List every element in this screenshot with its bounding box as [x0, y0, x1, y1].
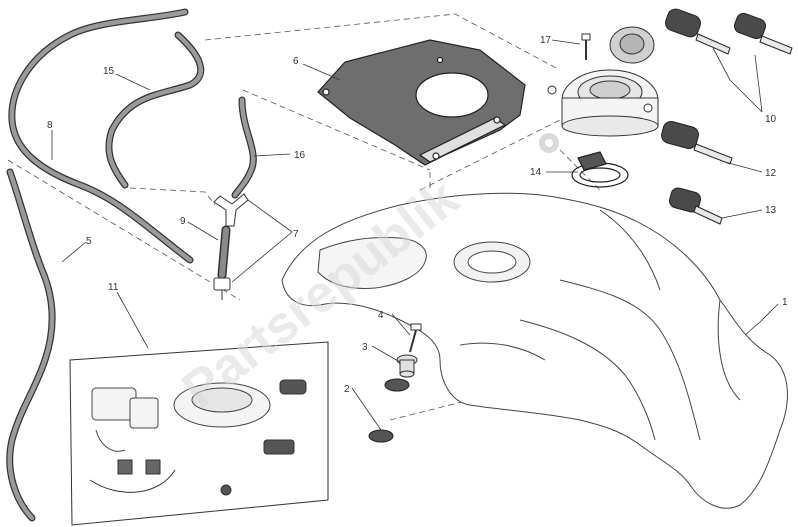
callout-7: 7	[293, 229, 299, 240]
callout-3: 3	[362, 342, 368, 353]
mounting-plate-6	[317, 39, 526, 166]
guide-line-top	[204, 13, 561, 71]
fuel-tank-1	[281, 192, 788, 509]
leader-lines	[51, 39, 779, 431]
key-12	[661, 121, 733, 165]
bolt-4	[409, 323, 422, 353]
callout-14: 14	[530, 167, 542, 178]
callout-17: 17	[540, 35, 552, 46]
callout-6: 6	[293, 56, 299, 67]
gasket-14	[571, 151, 629, 188]
callout-labels: 1 2 3 4 5 6 7 8 9 10 11 12 13 14 15 16 1…	[47, 35, 788, 395]
callout-9: 9	[180, 216, 186, 227]
callout-5: 5	[86, 236, 92, 247]
connector-set	[89, 459, 176, 493]
spacer-3	[396, 354, 418, 378]
callout-12: 12	[765, 168, 777, 179]
guide-line-gasket	[419, 119, 561, 191]
kit-panel-11	[69, 341, 329, 526]
hose-16	[231, 96, 257, 199]
leader-13	[721, 209, 763, 219]
leader-7	[231, 199, 293, 283]
callout-16: 16	[294, 150, 306, 161]
guide-line-hose-15	[129, 187, 216, 206]
hose-9	[217, 225, 231, 280]
leader-12	[724, 161, 763, 173]
callout-11: 11	[108, 282, 119, 293]
hose-5	[6, 168, 56, 522]
callout-2: 2	[344, 384, 350, 395]
small-connector	[220, 379, 307, 496]
leader-16	[253, 153, 291, 157]
callout-8: 8	[47, 120, 53, 131]
guide-line-left	[7, 159, 241, 301]
leader-11	[116, 291, 149, 349]
callout-10: 10	[765, 114, 777, 125]
leader-17	[551, 39, 581, 45]
leader-3	[371, 345, 401, 363]
pump-flange	[173, 382, 271, 428]
leader-10	[712, 47, 763, 113]
leader-9	[187, 221, 219, 241]
leader-5	[61, 241, 87, 263]
grommet-2	[368, 378, 410, 443]
callout-13: 13	[765, 205, 777, 216]
key-10-a	[665, 8, 731, 55]
leader-6	[302, 63, 341, 81]
hose-8	[8, 8, 194, 264]
fuel-pump-module	[91, 387, 159, 452]
y-connector-7	[213, 193, 249, 300]
gear-icon	[539, 133, 559, 153]
callout-1: 1	[782, 297, 788, 308]
leader-4	[391, 313, 411, 336]
leader-15	[115, 73, 151, 91]
callout-4: 4	[378, 310, 384, 321]
callout-15: 15	[103, 66, 115, 77]
key-13	[668, 187, 723, 225]
leader-2	[351, 387, 382, 431]
key-10-b	[733, 12, 793, 55]
filler-cap-assembly	[547, 26, 659, 137]
guide-line-plate	[242, 89, 431, 171]
hose-15	[105, 31, 205, 189]
screw-17	[581, 33, 591, 60]
leader-1	[744, 303, 779, 336]
